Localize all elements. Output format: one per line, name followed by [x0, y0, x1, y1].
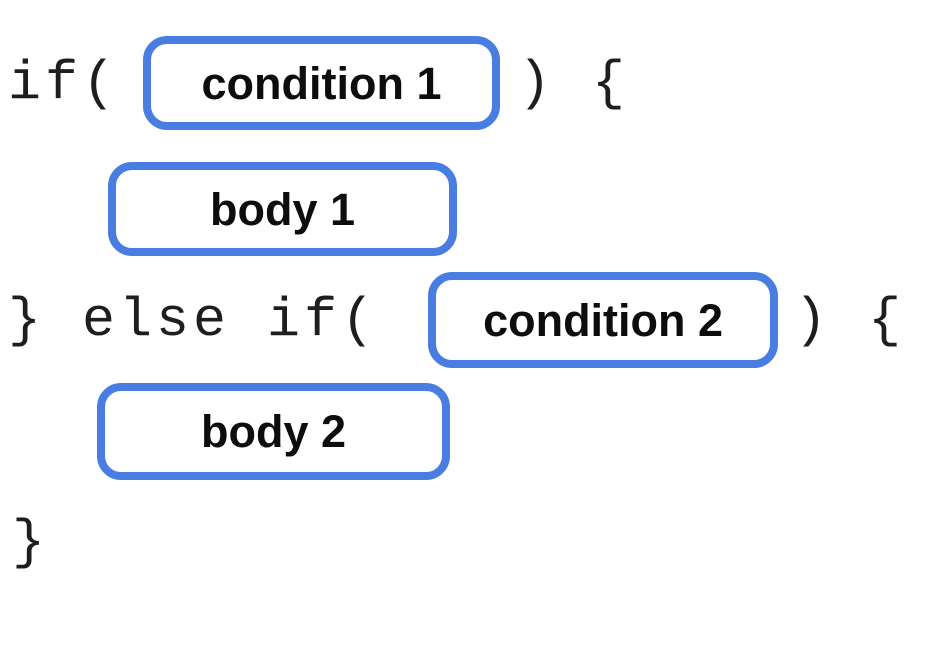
code-line-closing-brace: }	[12, 510, 49, 574]
code-line-else-if: } else if( condition 2 ) {	[8, 272, 905, 368]
code-line-body-2: body 2	[97, 383, 450, 480]
code-text-close-paren-open-brace: ) {	[518, 51, 630, 115]
condition-1-label: condition 1	[201, 57, 442, 109]
code-text-closing-brace: }	[12, 510, 50, 574]
condition-1-slot[interactable]: condition 1	[143, 36, 501, 130]
code-line-body-1: body 1	[108, 162, 457, 256]
condition-2-label: condition 2	[483, 294, 724, 346]
code-text-if-open-paren: if(	[8, 51, 120, 115]
code-text-brace-else-if-open-paren: } else if(	[8, 288, 379, 352]
body-1-slot[interactable]: body 1	[108, 162, 457, 256]
condition-2-slot[interactable]: condition 2	[428, 272, 779, 368]
code-line-if: if( condition 1 ) {	[8, 36, 629, 130]
body-2-slot[interactable]: body 2	[97, 383, 450, 480]
code-text-close-paren-open-brace-2: ) {	[794, 288, 906, 352]
body-1-label: body 1	[209, 183, 356, 235]
body-2-label: body 2	[200, 406, 347, 457]
